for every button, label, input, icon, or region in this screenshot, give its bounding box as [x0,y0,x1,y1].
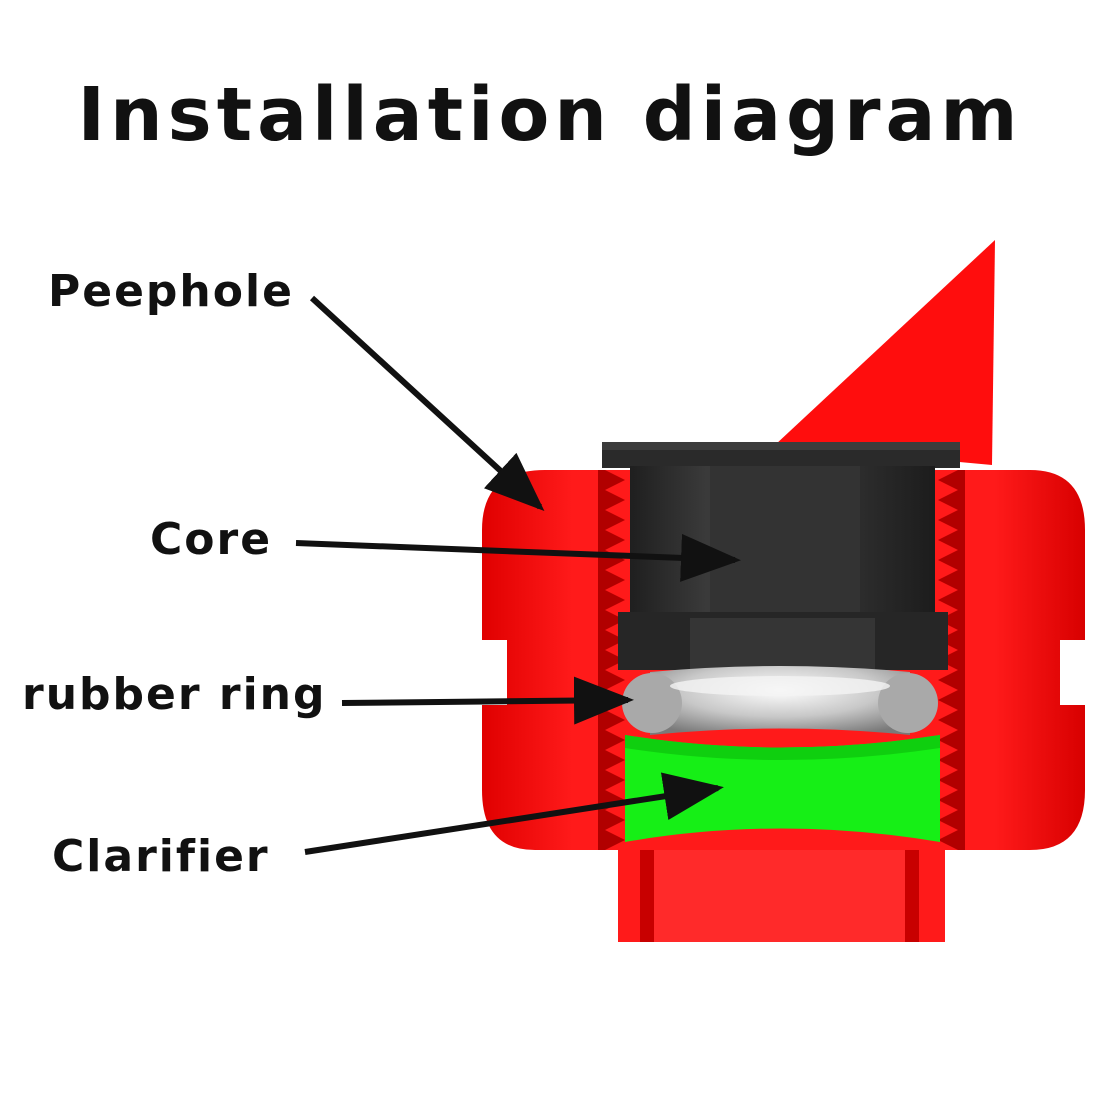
right-threads [938,470,965,850]
clarifier-arrow [304,772,724,855]
peephole-arrow [309,295,545,512]
core-arrow [295,533,741,582]
core-part [602,442,960,670]
left-threads [598,470,625,850]
peephole-label: Peephole [48,266,294,317]
core-label: Core [150,514,273,565]
rubber-ring-part [622,666,938,735]
clarifier-part [625,735,940,842]
rubber-ring-label: rubber ring [22,669,327,720]
valve-spike [775,240,995,465]
rubber-ring-arrow [341,676,634,725]
diagram-title: Installation diagram [77,72,1023,158]
clarifier-label: Clarifier [52,831,270,882]
